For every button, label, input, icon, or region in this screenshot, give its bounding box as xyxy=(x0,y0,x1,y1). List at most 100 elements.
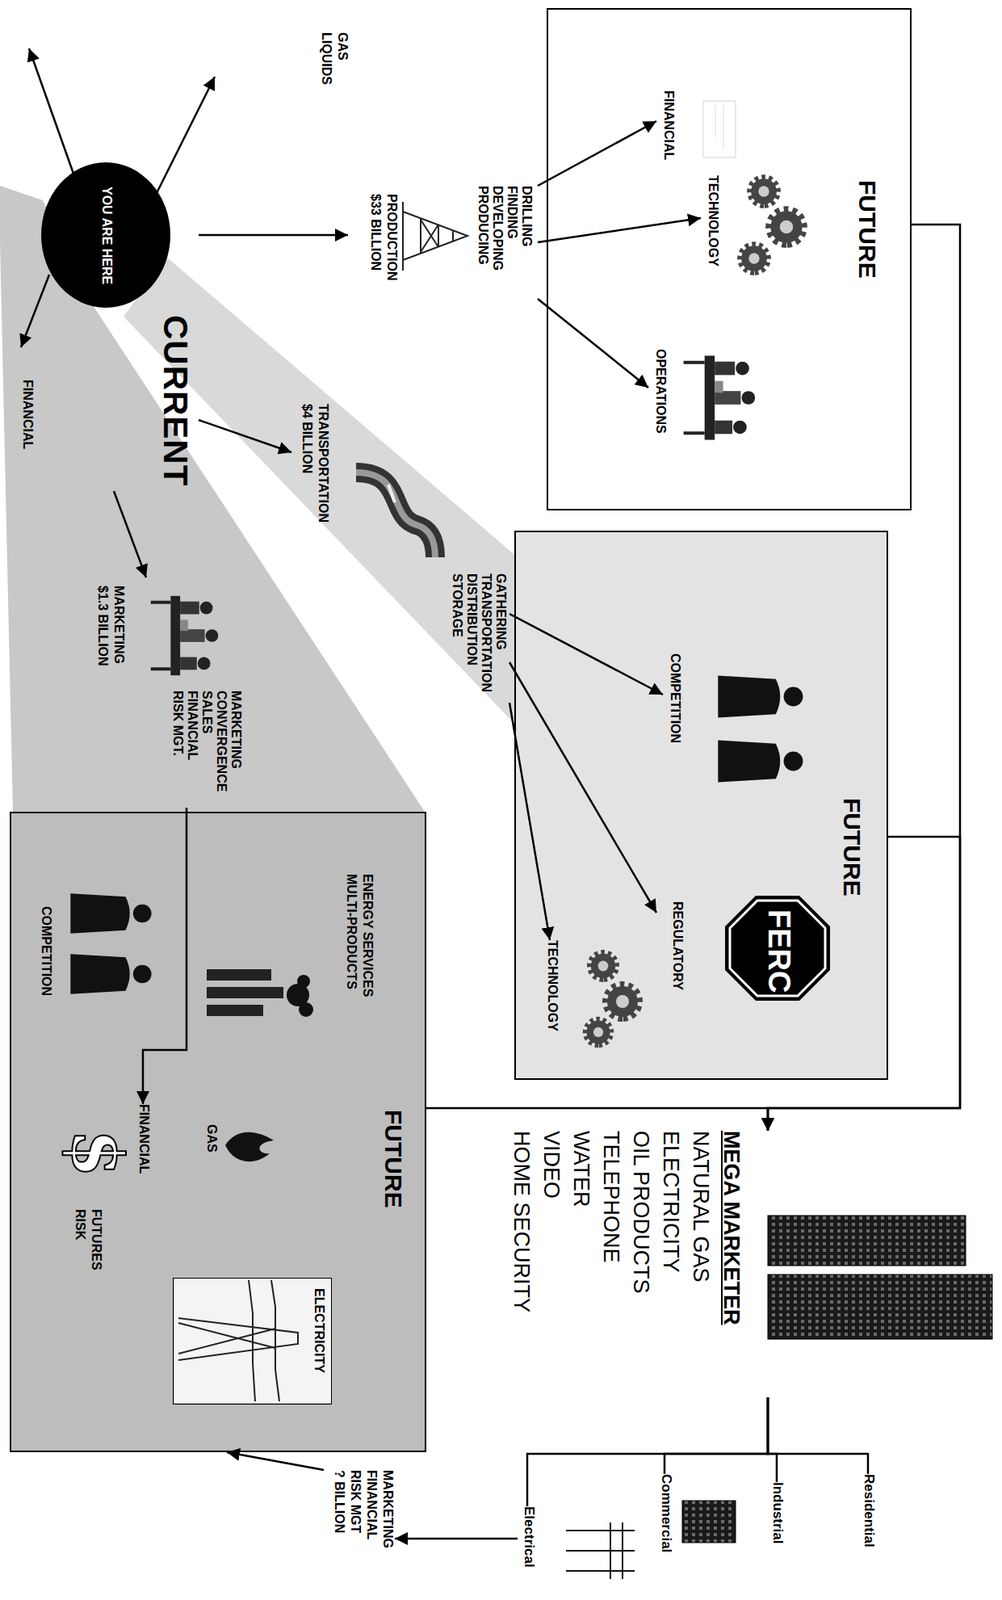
stage-node: FINANCIAL xyxy=(131,1103,151,1185)
flow-arrow xyxy=(509,662,657,913)
globe-ray xyxy=(154,76,215,198)
node-text: FUTURES xyxy=(88,1208,104,1271)
gears-icon xyxy=(741,245,768,272)
people-icon xyxy=(683,355,756,440)
flow-arrow xyxy=(767,1396,777,1482)
financial-icon xyxy=(715,104,724,150)
stage-node: Commercial xyxy=(654,1473,675,1563)
power-tower-picture xyxy=(178,1279,298,1401)
building-icon xyxy=(682,1500,736,1543)
node-text: ? BILLION xyxy=(331,1469,347,1533)
panel-fill xyxy=(546,8,912,511)
gears-icon xyxy=(607,985,638,1017)
flow-arrow xyxy=(664,1396,768,1474)
flow-arrow xyxy=(198,419,292,453)
flow-arrow xyxy=(509,613,663,695)
node-text: $4 BILLION xyxy=(299,403,315,474)
future-panel: FUTUREFINANCIALTECHNOLOGYOPERATIONS xyxy=(546,8,912,511)
node-text: MARKETING xyxy=(380,1469,395,1548)
flow-arrow xyxy=(394,1537,518,1540)
node-text: Residential xyxy=(860,1473,877,1548)
note-label: LIQUIDS xyxy=(318,32,334,85)
globe xyxy=(41,162,171,308)
node-text: OPERATIONS xyxy=(653,348,668,434)
pole-icon xyxy=(565,1521,635,1579)
stop-sign xyxy=(729,900,826,996)
competitor-icon xyxy=(70,953,151,994)
node-text: WATER xyxy=(568,1130,594,1208)
flow-arrow xyxy=(537,298,649,388)
stage-node: MARKETINGFINANCIALRISK MGT? BILLION xyxy=(322,1469,395,1591)
refinery-icon xyxy=(206,986,284,998)
stage-node: MEGA MARKETERNATURAL GASELECTRICITYOIL P… xyxy=(494,1130,996,1397)
node-text: RISK MGT xyxy=(347,1469,363,1533)
stop-sign xyxy=(725,895,831,1001)
note-label: $ xyxy=(62,1128,132,1178)
node-text: ENERGY SERVICES xyxy=(360,873,375,997)
panel-fill xyxy=(514,530,889,1080)
node-text: FINANCIAL xyxy=(184,690,200,760)
node-text: Industrial xyxy=(769,1481,786,1544)
flow-arrow xyxy=(537,218,701,243)
node-text: FERC xyxy=(760,909,797,993)
flame-icon xyxy=(225,1131,274,1162)
node-text: NATURAL GAS xyxy=(687,1130,713,1283)
pipe-icon xyxy=(356,472,436,558)
globe xyxy=(41,162,171,308)
flow-arrow xyxy=(527,1396,768,1506)
node-text: MARKETING xyxy=(228,690,244,769)
node-text: RISK xyxy=(72,1208,88,1240)
stage-node: Electrical xyxy=(517,1505,537,1583)
future-panel: FUTURE COMPETITION FERC REGULATORY TECHNOLOG… xyxy=(514,530,889,1080)
node-text: TECHNOLOGY xyxy=(545,939,560,1032)
node-text: HOME SECURITY xyxy=(508,1130,534,1313)
derrick-icon xyxy=(402,201,468,271)
stage-node: GATHERINGTRANSPORTATIONDISTRIBUTIONSTORA… xyxy=(291,395,510,711)
stage-node: TECHNOLOGY xyxy=(700,175,721,272)
flow-arrow xyxy=(113,490,147,578)
competitor-icon xyxy=(70,675,803,994)
node-text: YOU ARE HERE xyxy=(99,186,114,285)
node-text: FINANCIAL xyxy=(661,90,676,160)
pipe-icon xyxy=(356,472,436,558)
node-text: FUTURE xyxy=(379,1109,408,1208)
financial-icon xyxy=(703,100,736,158)
node-text: MULTI-PRODUCTS xyxy=(343,873,359,990)
stage-node: FUTURESRISK xyxy=(67,1208,104,1282)
stage-node: FINANCIAL xyxy=(656,90,676,172)
node-text: FINANCIAL xyxy=(136,1103,151,1174)
stage-node: COMPETITION xyxy=(662,653,683,748)
node-text: FINDING xyxy=(504,185,520,239)
flow-arrow xyxy=(537,121,657,186)
node-text: CONVERGENCE xyxy=(213,690,229,792)
globe-ray xyxy=(20,48,215,348)
stage-node: COMPETITION xyxy=(33,905,54,1003)
node-text: GATHERING xyxy=(493,573,508,650)
node-text: REGULATORY xyxy=(670,901,685,990)
node-text: STORAGE xyxy=(449,573,465,638)
stage-node: OPERATIONS xyxy=(648,348,668,442)
node-text: COMPETITION xyxy=(667,653,683,743)
gears-icon xyxy=(586,1019,610,1044)
node-text: CURRENT xyxy=(155,314,195,487)
pipe-icon xyxy=(388,484,395,503)
skyscraper-icon xyxy=(767,1274,993,1339)
stage-node: DRILLINGFINDINGDEVELOPINGPRODUCINGPRODUC… xyxy=(347,145,538,340)
derrick-icon xyxy=(402,201,468,271)
node-text: DISTRIBUTION xyxy=(464,573,479,666)
panel-fill xyxy=(9,811,427,1452)
skyscraper-icon xyxy=(767,1215,966,1266)
node-text: $1.3 BILLION xyxy=(95,585,110,667)
refinery-icon xyxy=(298,1002,314,1017)
stage-node: MARKETINGCONVERGENCESALESFINANCIALRISK M… xyxy=(81,577,248,808)
globe-ray xyxy=(20,274,50,348)
node-text: FUTURE xyxy=(838,797,867,897)
node-text: VIDEO xyxy=(538,1130,564,1199)
node-text: RISK MGT. xyxy=(170,690,185,756)
gears-icon xyxy=(770,210,802,243)
gears-icon xyxy=(750,178,777,205)
building-icon xyxy=(682,1500,736,1543)
picture-frame: ELECTRICITY xyxy=(172,1277,332,1405)
note-label: FINANCIAL xyxy=(20,379,35,449)
